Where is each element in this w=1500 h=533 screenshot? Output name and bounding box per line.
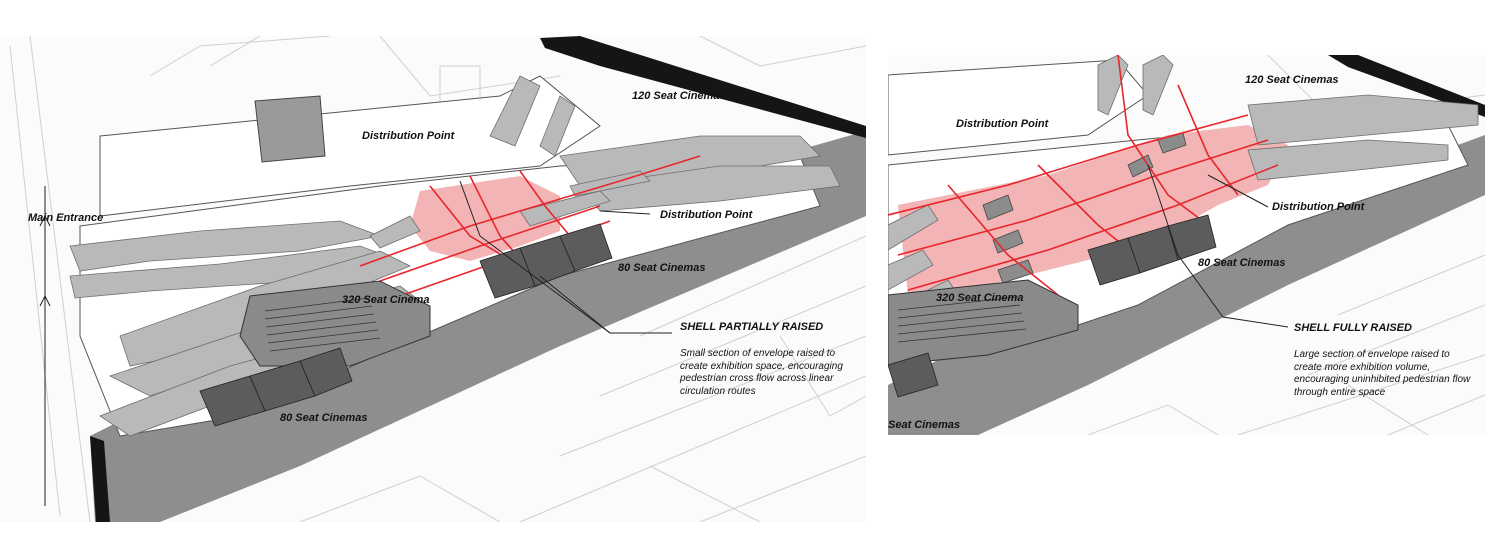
label-80-seat-cinemas-mid: 80 Seat Cinemas (618, 262, 706, 274)
label-distribution-point-right: Distribution Point (660, 209, 753, 221)
cinema-320-seating (264, 297, 381, 352)
label-120-seat-cinemas: 120 Seat Cinemas (632, 90, 726, 102)
diagram-panel-partially-raised: Main Entrance Distribution Point Distrib… (0, 36, 866, 522)
circulation-routes (888, 55, 1279, 296)
heading-shell-fully-raised: SHELL FULLY RAISED (1294, 322, 1412, 334)
label-distribution-point-top: Distribution Point (362, 130, 455, 142)
leader-lines (459, 180, 672, 334)
context-plan-lines (9, 36, 866, 522)
cinema-blocks-80-mid (1087, 214, 1217, 286)
cinema-320-seating (897, 296, 1027, 343)
label-120-seat-cinemas: 120 Seat Cinemas (1245, 74, 1339, 86)
description-fully-raised: Large section of envelope raised to crea… (1294, 349, 1471, 398)
label-main-entrance: Main Entrance (28, 212, 104, 224)
building-outline (99, 75, 601, 217)
label-80-seat-cinemas-mid: 80 Seat Cinemas (1198, 257, 1286, 269)
diagram-panel-fully-raised: Distribution Point Distribution Point 12… (888, 55, 1485, 435)
ground-plane (888, 135, 1485, 435)
entrance-markers (39, 186, 51, 506)
label-320-seat-cinema: 320 Seat Cinema (342, 294, 430, 306)
site-plan-drawing (888, 55, 1485, 435)
cinema-320-block (239, 280, 431, 367)
exhibition-zone (898, 125, 1288, 295)
label-distribution-point-top: Distribution Point (956, 118, 1049, 130)
label-320-seat-cinema: 320 Seat Cinema (936, 292, 1024, 304)
label-80-seat-cinemas-bottom: Seat Cinemas (888, 419, 961, 431)
site-plan-drawing (9, 36, 866, 522)
building-outline (888, 59, 1149, 156)
exhibition-zone (410, 176, 560, 261)
raised-pods (982, 132, 1187, 284)
cinema-blocks-80-mid (479, 223, 613, 299)
cinema-320-block (888, 279, 1079, 366)
description-partially-raised: Small section of envelope raised to crea… (680, 348, 843, 397)
label-80-seat-cinemas-bottom: 80 Seat Cinemas (280, 412, 368, 424)
roof-block (254, 95, 326, 163)
heading-shell-partially-raised: SHELL PARTIALLY RAISED (680, 321, 824, 333)
road-top (1328, 55, 1485, 117)
leader-lines (1147, 164, 1289, 328)
label-distribution-point-right: Distribution Point (1272, 201, 1365, 213)
cinema-blocks-80-bottom (199, 347, 353, 427)
cinema-blocks-80-bottom (888, 352, 939, 398)
road-top (540, 36, 866, 138)
road-left (90, 436, 110, 522)
